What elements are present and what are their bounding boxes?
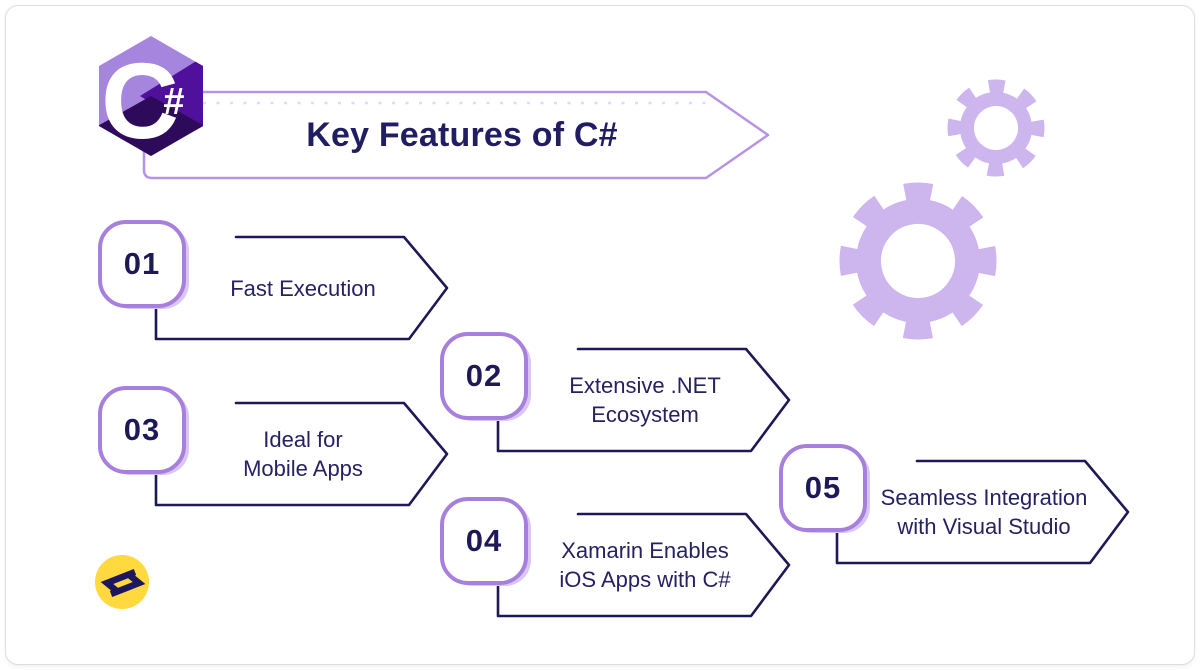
infographic-card: Key Features of C# C # 01 Fast Exe — [5, 5, 1195, 665]
feature-arrow — [496, 347, 791, 453]
page-title: Key Features of C# — [306, 115, 618, 154]
feature-number: 04 — [465, 523, 503, 558]
feature-number-badge: 05 — [779, 444, 867, 532]
gears-decoration — [839, 79, 1045, 340]
feature-number-badge: 01 — [98, 220, 186, 308]
feature-number-badge: 02 — [440, 332, 528, 420]
feature-number: 02 — [465, 358, 503, 393]
feature-label: Fast Execution — [230, 275, 376, 301]
brand-logo-icon — [95, 555, 149, 609]
brand-logo-circle — [95, 555, 149, 609]
brand-logo-chevron-right — [109, 571, 146, 598]
feature-number: 01 — [123, 246, 161, 281]
csharp-logo-hash: # — [163, 81, 184, 123]
csharp-logo-letter: C — [101, 40, 179, 161]
csharp-logo-icon: C # — [99, 36, 203, 161]
feature-number: 05 — [804, 470, 842, 505]
gear-icon-large — [839, 182, 997, 340]
feature-number-badge: 03 — [98, 386, 186, 474]
brand-logo-chevron-left — [100, 568, 137, 595]
feature-arrow — [835, 459, 1130, 565]
feature-arrow — [154, 401, 449, 507]
feature-number: 03 — [123, 412, 161, 447]
feature-item-01: 01 Fast Execution — [98, 220, 458, 346]
feature-number-badge: 04 — [440, 497, 528, 585]
feature-arrow — [154, 235, 449, 341]
feature-arrow — [496, 512, 791, 618]
gear-icon-small — [947, 79, 1045, 177]
